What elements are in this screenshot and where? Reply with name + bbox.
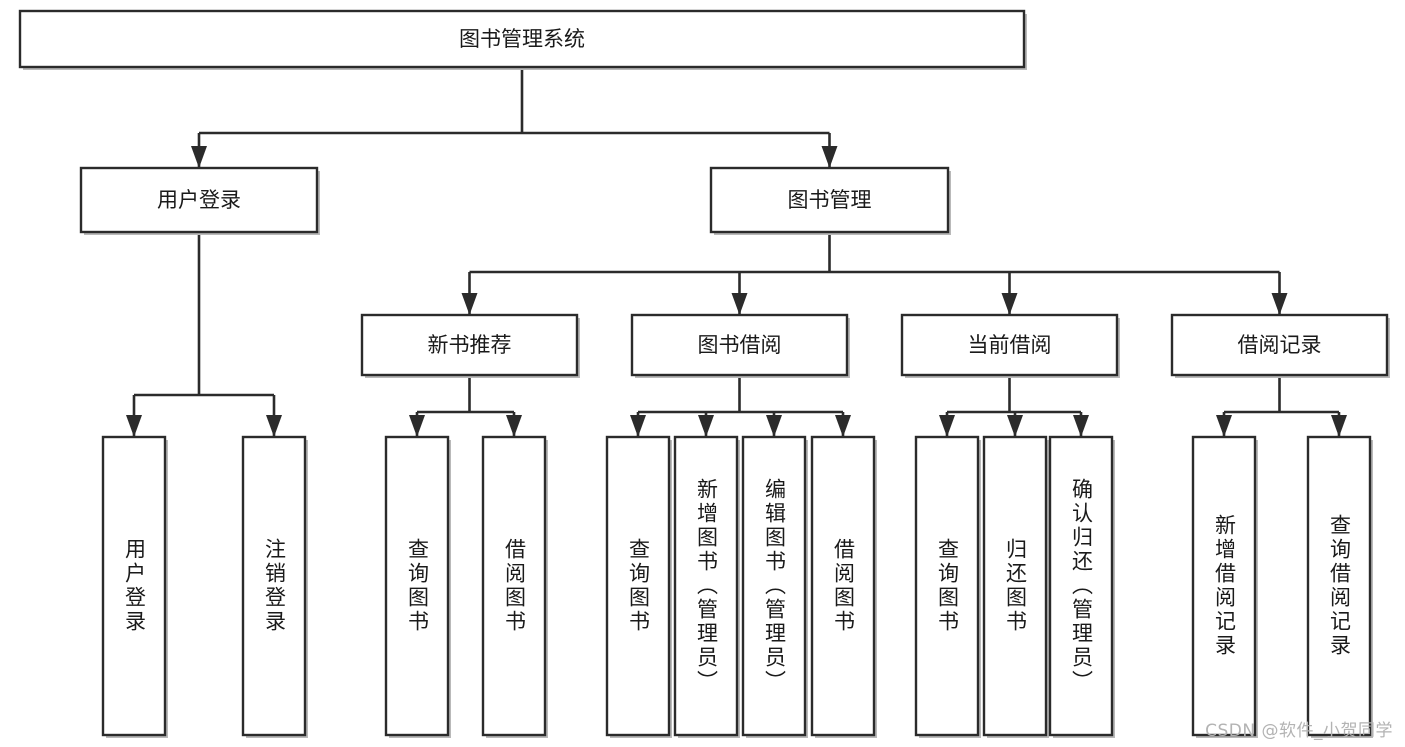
arrow-head-icon [1073,415,1089,437]
arrow-head-icon [1001,293,1018,315]
node-label-level2-0: 用户登录 [157,188,241,212]
node-box-level2-0[interactable] [79,166,319,234]
arrow-head-icon [461,293,478,315]
connector-layer [126,67,1347,437]
arrow-head-icon [766,415,782,437]
node-box-leaf-11[interactable] [1191,435,1257,737]
node-box-leaf-0[interactable] [101,435,167,737]
node-box-root[interactable] [18,9,1026,69]
node-box-leaf-9[interactable] [982,435,1048,737]
arrow-head-icon [1007,415,1023,437]
arrow-head-icon [266,415,282,437]
arrow-head-icon [630,415,646,437]
node-box-leaf-8[interactable] [914,435,980,737]
node-label-level3-0: 新书推荐 [428,333,512,357]
node-box-leaf-10[interactable] [1048,435,1114,737]
node-box-leaf-1[interactable] [241,435,307,737]
arrow-head-icon [506,415,522,437]
node-box-layer [18,9,1390,738]
node-box-leaf-7[interactable] [810,435,876,737]
node-label-level3-1: 图书借阅 [698,333,782,357]
node-box-leaf-3[interactable] [481,435,547,737]
node-box-leaf-6[interactable] [741,435,807,737]
node-label-level3-2: 当前借阅 [968,333,1052,357]
node-box-level3-0[interactable] [360,313,579,377]
node-box-leaf-2[interactable] [384,435,450,737]
node-label-level2-1: 图书管理 [788,188,872,212]
node-box-leaf-5[interactable] [673,435,739,737]
node-box-leaf-4[interactable] [605,435,671,737]
arrow-head-icon [939,415,955,437]
node-box-level3-2[interactable] [900,313,1119,377]
node-label-level3-3: 借阅记录 [1238,333,1322,357]
arrow-head-icon [409,415,425,437]
arrow-head-icon [1271,293,1288,315]
watermark-label: CSDN @软件_小贺同学 [1205,721,1393,741]
node-box-level3-3[interactable] [1170,313,1389,377]
arrow-head-icon [191,146,207,168]
arrow-head-icon [731,293,748,315]
arrow-head-icon [126,415,142,437]
node-box-level3-1[interactable] [630,313,849,377]
arrow-head-icon [698,415,714,437]
arrow-head-icon [835,415,851,437]
node-box-level2-1[interactable] [709,166,950,234]
node-label-root: 图书管理系统 [459,27,585,51]
arrow-head-icon [1216,415,1232,437]
arrow-head-icon [1331,415,1347,437]
node-box-leaf-12[interactable] [1306,435,1372,737]
arrow-head-icon [821,146,838,168]
